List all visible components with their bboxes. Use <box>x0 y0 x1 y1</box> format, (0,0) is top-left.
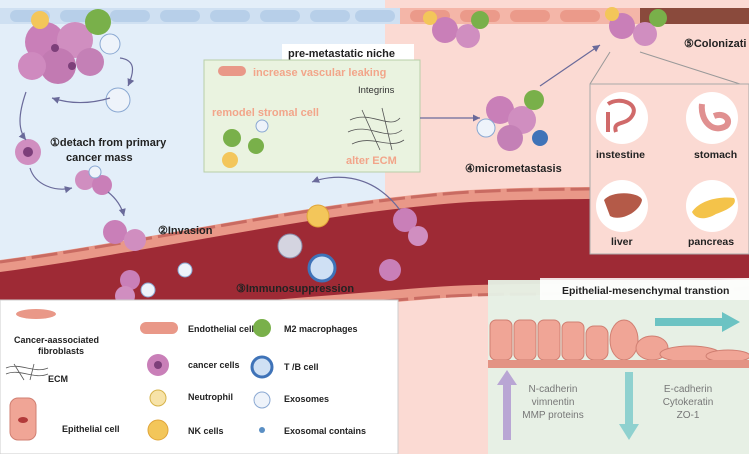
legend-tb: T /B cell <box>284 362 319 372</box>
top-vessel-strip <box>0 8 749 24</box>
organ-pancreas: pancreas <box>688 236 734 248</box>
up-marker-3: MMP proteins <box>522 410 584 421</box>
up-arrow <box>497 370 517 440</box>
legend-endothelial: Endothelial cell <box>188 324 254 334</box>
emt-panel: Epithelial-mesenchymal transtion N-cadhe… <box>488 278 749 454</box>
step-detach-line2: cancer mass <box>66 152 133 164</box>
down-marker-3: ZO-1 <box>677 410 700 421</box>
detach-arrow <box>18 91 27 141</box>
ecm-label: alter ECM <box>346 155 397 167</box>
down-marker-2: Cytokeratin <box>663 397 714 408</box>
pre-metastatic-niche: pre-metastatic niche increase vascular l… <box>203 44 421 173</box>
down-marker-1: E-cadherin <box>664 384 712 395</box>
organs-panel: instestine stomach liver pancreas <box>589 51 749 255</box>
organ-liver: liver <box>611 236 633 248</box>
integrins-label: Integrins <box>358 85 395 96</box>
immune-cells <box>277 204 428 283</box>
exosome-cluster <box>105 87 131 113</box>
micrometastasis-cluster <box>476 90 548 151</box>
legend-epithelial: Epithelial cell <box>62 424 120 434</box>
up-marker-2: vimnentin <box>532 397 575 408</box>
colonization-cluster <box>605 7 667 46</box>
cancer-cell-cluster <box>75 165 112 195</box>
legend-nk: NK cells <box>188 426 224 436</box>
emt-progress-arrow <box>655 312 740 332</box>
step-detach-line1: ①detach from primary <box>50 137 167 149</box>
legend-nk-icon <box>147 419 169 441</box>
legend-exo-contains-icon <box>259 427 265 433</box>
up-marker-1: N-cadherin <box>529 384 578 395</box>
legend-neutrophil-icon <box>149 389 167 407</box>
legend-ecm: ECM <box>48 374 68 384</box>
legend: Cancer-aassociated fibroblasts ECM Epith… <box>0 299 399 454</box>
primary-tumor-mass <box>18 9 121 84</box>
organ-intestine: instestine <box>596 149 645 161</box>
legend-caf-line2: fibroblasts <box>38 346 84 356</box>
legend-exo-contains: Exosomal contains <box>284 426 366 436</box>
step-invasion: ②Invasion <box>158 225 213 237</box>
vascular-label: increase vascular leaking <box>253 67 386 79</box>
epithelial-cells-row <box>489 319 749 363</box>
down-arrow <box>619 372 639 440</box>
legend-caf-icon <box>16 309 56 319</box>
legend-caf-line1: Cancer-aassociated <box>14 335 99 345</box>
legend-m2: M2 macrophages <box>284 324 358 334</box>
stromal-label: remodel stromal cell <box>212 107 319 119</box>
legend-exosome-icon <box>253 391 271 409</box>
niche-title: pre-metastatic niche <box>288 48 395 60</box>
legend-exosomes: Exosomes <box>284 394 329 404</box>
legend-cancer: cancer cells <box>188 360 240 370</box>
ecm-mesh <box>347 107 405 151</box>
legend-tb-icon <box>250 355 274 379</box>
legend-ecm-icon <box>5 363 49 381</box>
legend-endothelial-icon <box>140 322 178 334</box>
step-colonization: ⑤Colonizati <box>684 38 746 50</box>
organ-stomach: stomach <box>694 149 737 161</box>
top-metastasis-cluster <box>423 11 489 48</box>
niche-arrow <box>311 176 401 211</box>
legend-m2-icon <box>253 319 271 337</box>
invading-cancer-cells <box>103 220 193 306</box>
legend-neutrophil: Neutrophil <box>188 392 233 402</box>
emt-title: Epithelial-mesenchymal transtion <box>562 285 729 297</box>
step-micrometastasis: ④micrometastasis <box>465 163 562 175</box>
step-immunosuppression: ③Immunosuppression <box>236 283 354 295</box>
